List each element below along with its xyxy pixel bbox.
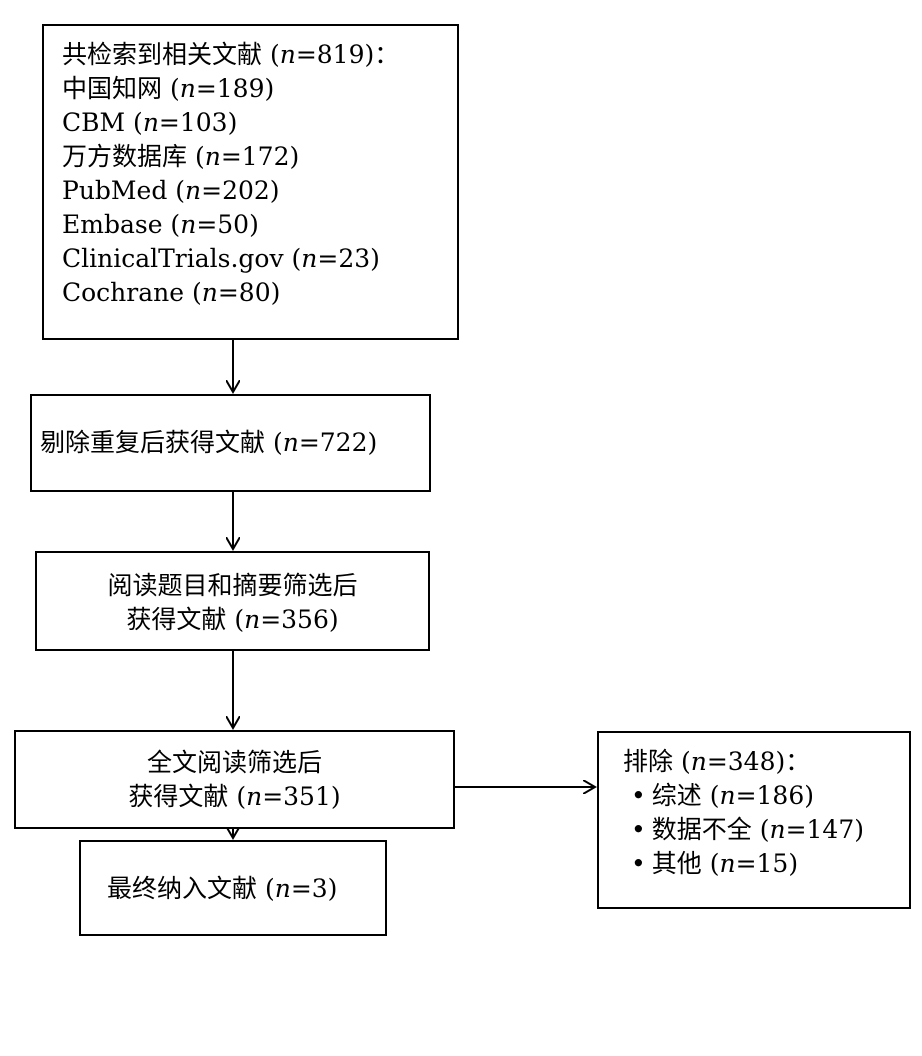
dedup-box: 剔除重复后获得文献 (n=722)	[30, 394, 431, 492]
bullet-icon: •	[631, 849, 646, 878]
fulltext-screening-box: 全文阅读筛选后 获得文献 (n=351)	[14, 730, 455, 829]
exclusion-title: 排除 (n=348)：	[623, 747, 811, 776]
title-abstract-screening-box: 阅读题目和摘要筛选后 获得文献 (n=356)	[35, 551, 430, 651]
database-line: PubMed (n=202)	[62, 176, 280, 205]
fulltext-line1: 全文阅读筛选后	[146, 748, 322, 777]
search-results-box: 共检索到相关文献 (n=819)： 中国知网 (n=189) CBM (n=103)…	[42, 24, 459, 340]
final-included-box: 最终纳入文献 (n=3)	[79, 840, 387, 936]
database-line: CBM (n=103)	[62, 108, 238, 137]
database-line: 中国知网 (n=189)	[62, 74, 275, 103]
database-line: 万方数据库 (n=172)	[62, 142, 300, 171]
exclusion-items: •综述 (n=186) •数据不全 (n=147) •其他 (n=15)	[623, 779, 909, 881]
exclusion-box: 排除 (n=348)： •综述 (n=186) •数据不全 (n=147) •其他 …	[597, 731, 911, 909]
exclusion-reason-item: •数据不全 (n=147)	[631, 815, 864, 844]
bullet-icon: •	[631, 781, 646, 810]
fulltext-line2: 获得文献 (n=351)	[128, 782, 341, 811]
database-line: ClinicalTrials.gov (n=23)	[62, 244, 380, 273]
database-line: Embase (n=50)	[62, 210, 259, 239]
bullet-icon: •	[631, 815, 646, 844]
exclusion-reason-item: •其他 (n=15)	[631, 849, 799, 878]
title-abstract-line1: 阅读题目和摘要筛选后	[107, 571, 358, 600]
title-abstract-line2: 获得文献 (n=356)	[126, 605, 339, 634]
database-line: Cochrane (n=80)	[62, 278, 281, 307]
search-results-lines: 共检索到相关文献 (n=819)： 中国知网 (n=189) CBM (n=103)…	[62, 38, 457, 310]
dedup-text: 剔除重复后获得文献 (n=722)	[40, 428, 378, 457]
search-total-line: 共检索到相关文献 (n=819)：	[62, 40, 400, 69]
exclusion-reason-item: •综述 (n=186)	[631, 781, 814, 810]
final-included-text: 最终纳入文献 (n=3)	[107, 874, 338, 903]
